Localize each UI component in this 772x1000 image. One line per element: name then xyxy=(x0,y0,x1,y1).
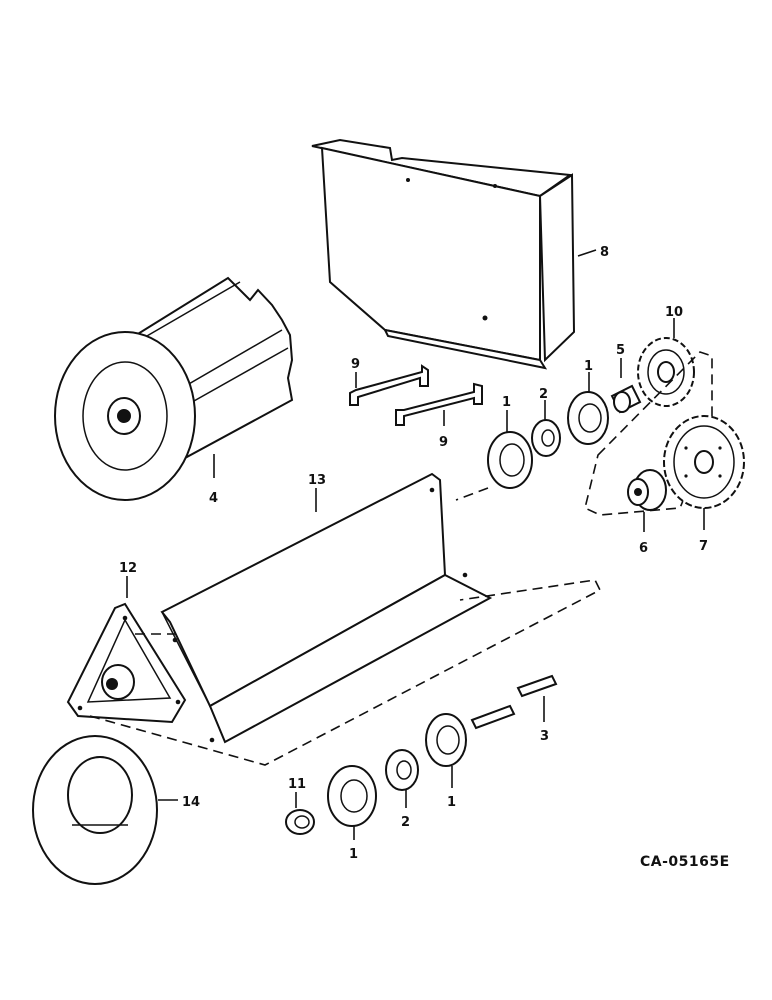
end-plate-part-12 xyxy=(66,576,602,766)
bearing-part-2-lower xyxy=(385,749,419,791)
label-3: 3 xyxy=(540,729,549,744)
sprocket-part-10 xyxy=(637,337,695,407)
flange-part-1 xyxy=(487,431,533,489)
label-5: 5 xyxy=(616,343,625,358)
label-7: 7 xyxy=(699,539,708,554)
seal-ring-part-14 xyxy=(32,735,178,885)
label-1-lower-right: 1 xyxy=(447,795,456,810)
label-13: 13 xyxy=(308,473,326,488)
flange-part-1-lower-right xyxy=(425,713,467,767)
label-12: 12 xyxy=(119,561,137,576)
callout-labels: 8 4 9 9 1 2 1 5 10 6 7 13 12 3 14 11 1 2… xyxy=(119,245,708,862)
label-9-lower: 9 xyxy=(439,435,448,450)
hub-and-pulley xyxy=(584,351,745,532)
label-4: 4 xyxy=(209,491,218,506)
label-1-upper-left: 1 xyxy=(502,395,511,410)
drum-part-4 xyxy=(54,276,294,501)
label-10: 10 xyxy=(665,305,683,320)
bearing-part-2 xyxy=(531,419,561,457)
label-11: 11 xyxy=(288,777,306,792)
label-2-lower: 2 xyxy=(401,815,410,830)
label-8: 8 xyxy=(600,245,609,260)
shield-cover-part-8 xyxy=(311,138,597,370)
flange-part-1-upper xyxy=(567,391,609,445)
lower-bearing-assembly xyxy=(285,713,467,840)
pulley-part-7 xyxy=(663,415,745,509)
flange-part-1-lower xyxy=(327,765,377,827)
brackets-part-9 xyxy=(349,364,483,426)
label-1-lower-left: 1 xyxy=(349,847,358,862)
label-1-upper-right: 1 xyxy=(584,359,593,374)
label-6: 6 xyxy=(639,541,648,556)
label-2-upper: 2 xyxy=(539,387,548,402)
keys-part-3 xyxy=(470,674,558,730)
label-14: 14 xyxy=(182,795,200,810)
bushing-part-11 xyxy=(285,809,315,835)
label-9-upper: 9 xyxy=(351,357,360,372)
trough-panel-part-13 xyxy=(160,472,493,744)
drawing-code: CA-05165E xyxy=(640,854,730,870)
upper-bearing-assembly xyxy=(487,318,695,489)
